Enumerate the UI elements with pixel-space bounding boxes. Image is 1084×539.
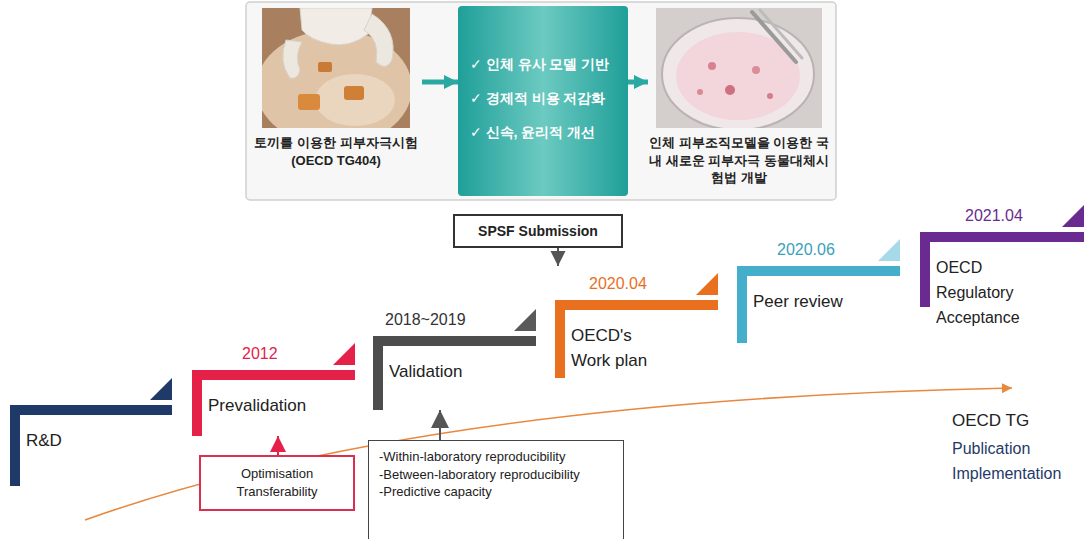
outcome-label: OECD TG [950,408,1031,433]
tissue-spot [697,89,703,95]
benefit-box: ✓ 인체 유사 모델 기반 ✓ 경제적 비용 저감화 ✓ 신속, 윤리적 개선 [458,6,628,196]
check-item: ✓ 인체 유사 모델 기반 [470,56,620,74]
bracket-bar [192,370,355,436]
forceps [760,10,802,58]
year-label: 2018~2019 [385,311,466,329]
criteria-item: -Predictive capacity [379,483,615,501]
photo-caption-node: 토끼를 이용한 피부자극시험 (OECD TG404) [250,8,422,169]
bracket-bar [737,266,900,343]
tissue-spot [767,93,773,99]
photo-caption-node: 인체 피부조직모델을 이용한 국내 새로운 피부자극 동물대체시험법 개발 [648,8,830,187]
bracket-bar [373,336,536,410]
tissue-photo [656,8,822,128]
stage-step: R&D [10,371,172,486]
connector-arrow [628,80,648,85]
gloved-thumb [283,40,302,78]
petri-dish [662,18,814,128]
step-triangle [1062,205,1084,227]
forceps [752,12,796,62]
stage-label: Prevalidation [208,393,306,418]
note-box: Optimisation Transferability [199,455,355,511]
step-triangle [150,378,172,400]
connector-arrow [277,436,279,455]
stage-label: OECD's Work plan [571,323,666,373]
step-triangle [696,273,718,295]
year-label: 2020.04 [589,275,647,293]
criteria-box: -Within-laboratory reproducibility-Betwe… [368,440,624,539]
criteria-item: -Between-laboratory reproducibility [379,466,615,484]
test-patch [344,86,364,100]
step-triangle [878,239,900,261]
connector-arrow [422,80,458,85]
box-text: SPSF Submission [478,222,598,241]
stage-label: R&D [26,428,62,453]
criteria-item: -Within-laboratory reproducibility [379,448,615,466]
check-item: ✓ 경제적 비용 저감화 [470,90,620,108]
gloved-finger [364,14,393,67]
year-label: 2012 [242,345,278,363]
check-item: ✓ 신속, 윤리적 개선 [470,124,620,142]
year-label: 2021.04 [965,207,1023,225]
outcome-label: Publication Implementation [950,436,1082,486]
stage-step: 2020.06Peer review [737,232,900,343]
step-triangle [333,343,355,365]
stage-step: 2012Prevalidation [192,336,355,436]
rabbit-photo [262,8,410,128]
bracket-bar [555,300,718,378]
connector-arrow [439,410,441,440]
test-patch [318,62,332,72]
skin-highlight [315,74,395,126]
step-triangle [514,309,536,331]
top-panel [246,2,836,200]
submission-box: SPSF Submission [453,214,623,248]
stage-label: Validation [389,359,462,384]
tissue-spot [708,62,716,70]
connector-arrow [557,248,559,266]
tissue-spot [725,85,735,95]
photo-caption: 토끼를 이용한 피부자극시험 (OECD TG404) [250,134,422,169]
stage-step: 2020.04OECD's Work plan [555,266,718,378]
photo-caption: 인체 피부조직모델을 이용한 국내 새로운 피부자극 동물대체시험법 개발 [648,134,830,187]
stage-step: 2018~2019Validation [373,302,536,410]
stage-step: 2021.04OECD Regulatory Acceptance [920,198,1084,333]
stage-bracket [10,371,172,486]
test-patch [298,94,320,110]
stage-label: OECD Regulatory Acceptance [936,255,1056,330]
stage-label: Peer review [753,289,843,314]
bracket-bar [10,405,172,486]
box-text: Optimisation Transferability [217,465,337,500]
gloved-hand [300,8,372,45]
year-label: 2020.06 [777,241,835,259]
tissue-spot [752,66,760,74]
